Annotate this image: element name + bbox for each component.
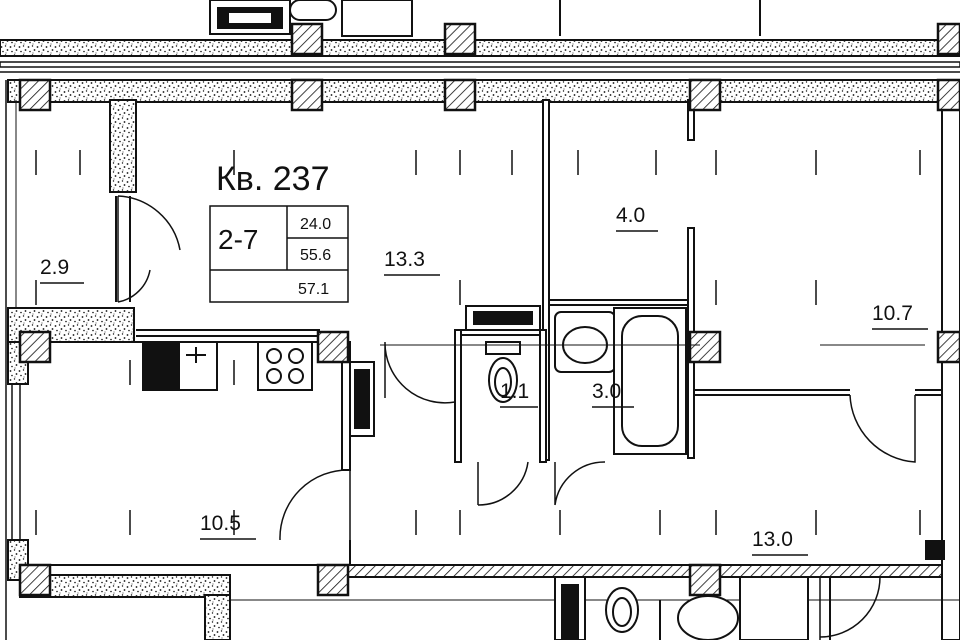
info-box (209, 205, 349, 303)
room-label-bathroom: 3.0 (592, 380, 621, 403)
living-area: 24.0 (300, 216, 331, 233)
room-label-hall-small: 2.9 (40, 256, 69, 279)
total-area: 57.1 (298, 281, 329, 298)
room-label-wc: 1.1 (500, 380, 529, 403)
kitchen-fixtures (142, 341, 375, 437)
room-label-room-bottom: 13.0 (752, 528, 793, 551)
room-label-kitchen: 10.5 (200, 512, 241, 535)
apartment-code: 2-7 (218, 224, 258, 255)
room-label-room-right: 10.7 (872, 302, 913, 325)
room-label-closet: 4.0 (616, 204, 645, 227)
top-walls (0, 39, 960, 103)
doors (115, 195, 916, 640)
apartment-title: Кв. 237 (216, 160, 330, 198)
partitions (28, 99, 942, 566)
bathroom-fixtures (465, 305, 687, 455)
usable-area: 55.6 (300, 247, 331, 264)
columns (18, 22, 960, 597)
dimension-ticks (35, 150, 921, 535)
room-labels: 2.9 13.3 4.0 1.1 3.0 10.7 10.5 13.0 (40, 204, 928, 556)
right-wall (925, 99, 960, 640)
apartment-info: Кв. 237 2-7 24.0 55.6 57.1 (209, 160, 349, 303)
neighbor-fragments (209, 0, 831, 640)
room-label-corridor: 13.3 (384, 248, 425, 271)
